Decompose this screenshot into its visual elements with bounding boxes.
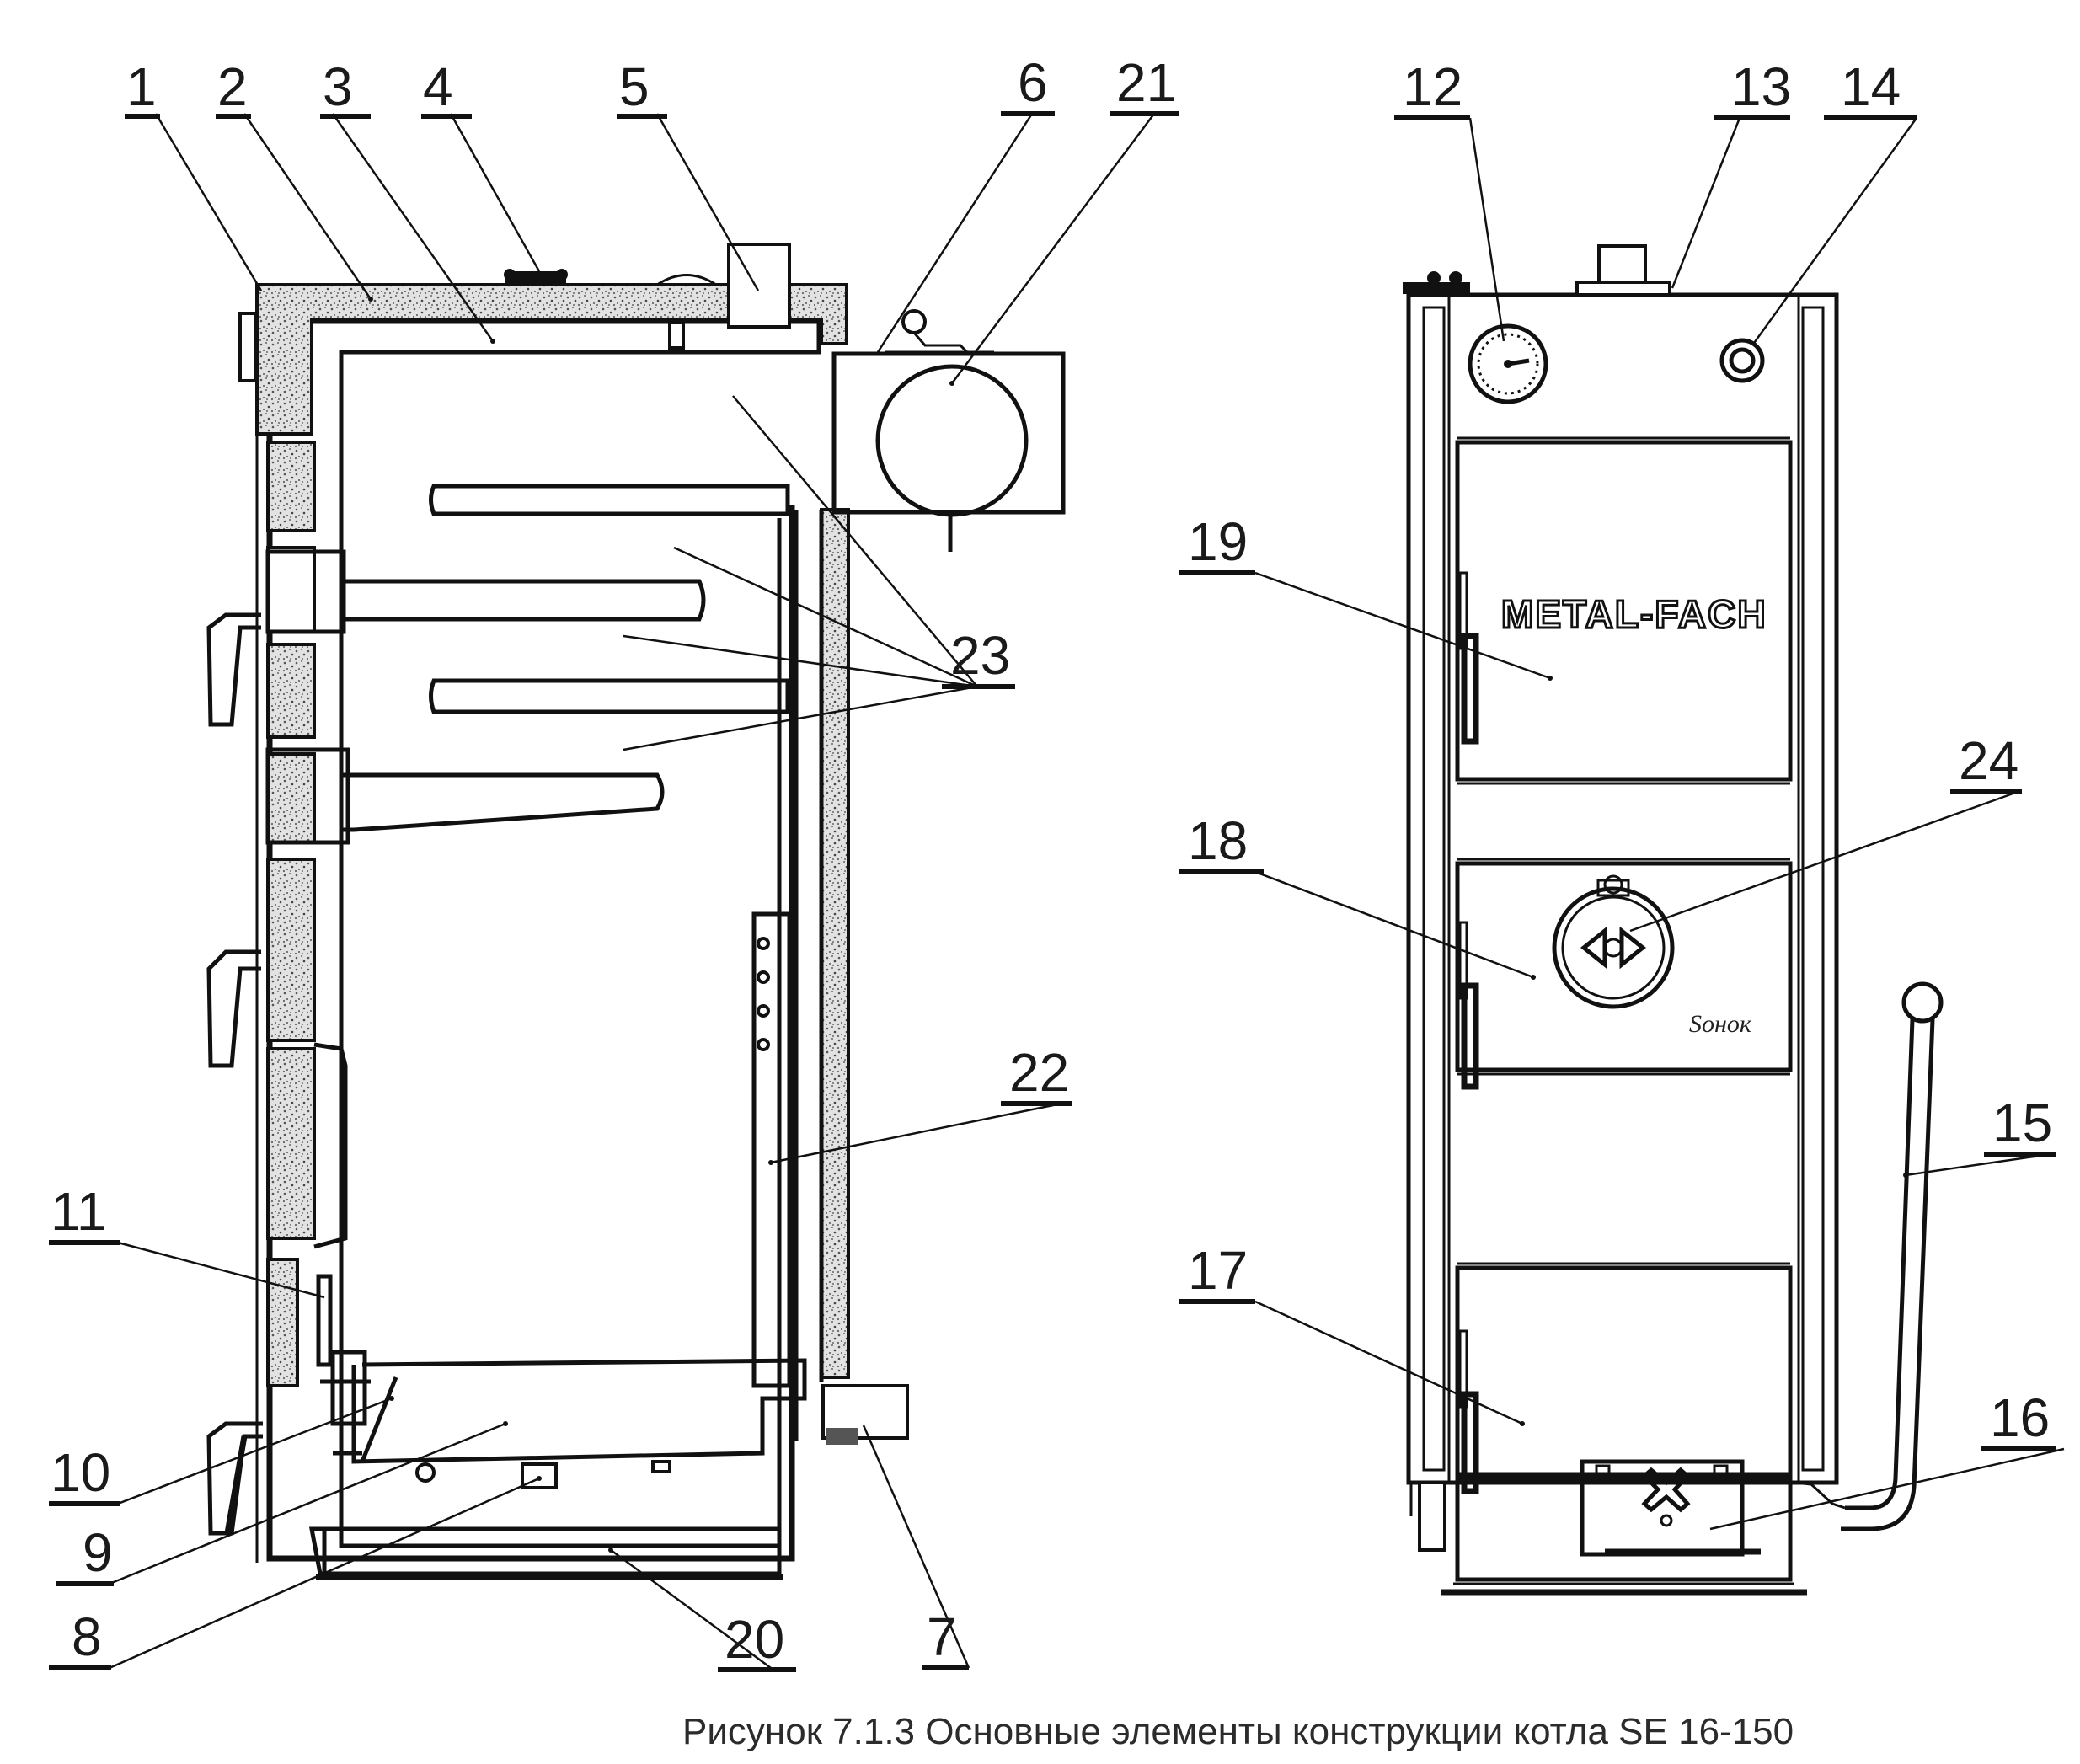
label-17: 17 bbox=[1188, 1240, 1248, 1301]
label-11: 11 bbox=[51, 1181, 106, 1242]
door-block-2 bbox=[266, 546, 316, 633]
label-12: 12 bbox=[1403, 56, 1462, 117]
poker-knob bbox=[1901, 981, 1944, 1024]
rear-insulation bbox=[820, 508, 850, 1379]
door-handle-middle bbox=[206, 949, 261, 1068]
label-13: 13 bbox=[1731, 56, 1791, 117]
label-15: 15 bbox=[1992, 1093, 2052, 1153]
label-10: 10 bbox=[51, 1442, 110, 1503]
baffle-2 bbox=[341, 579, 706, 622]
leader-lines bbox=[109, 113, 2065, 1670]
section-view bbox=[206, 243, 1066, 1580]
label-3: 3 bbox=[323, 56, 353, 117]
thermometer-dial bbox=[1468, 323, 1548, 404]
label-23: 23 bbox=[950, 625, 1010, 686]
label-22: 22 bbox=[1009, 1042, 1069, 1103]
label-1: 1 bbox=[126, 56, 157, 117]
door-handle-top bbox=[206, 612, 261, 727]
door-block-top bbox=[266, 441, 316, 532]
door-signature: Sонок bbox=[1689, 1010, 1752, 1038]
door-block-5 bbox=[266, 858, 316, 1042]
brand-logo: METAL-FACH bbox=[1501, 592, 1767, 636]
label-21: 21 bbox=[1116, 52, 1176, 113]
ash-door-lever bbox=[316, 1274, 333, 1367]
baffle-3 bbox=[429, 678, 790, 714]
label-9: 9 bbox=[83, 1522, 113, 1583]
label-7: 7 bbox=[927, 1606, 957, 1667]
air-regulator-disc bbox=[1552, 886, 1675, 1009]
door-block-4 bbox=[266, 752, 316, 844]
front-view: METAL-FACH Sонок bbox=[1403, 244, 1944, 1596]
door-block-7 bbox=[266, 1258, 299, 1387]
water-jacket-top bbox=[313, 319, 821, 434]
baffle-4 bbox=[341, 772, 665, 832]
door-block-6 bbox=[266, 1047, 316, 1240]
top-fitting bbox=[505, 271, 566, 283]
draught-regulator-knob bbox=[1719, 338, 1765, 383]
label-19: 19 bbox=[1188, 511, 1248, 572]
flue-outlet bbox=[875, 364, 1029, 517]
label-5: 5 bbox=[619, 56, 650, 117]
ash-tray bbox=[308, 1526, 782, 1576]
flue-box bbox=[831, 351, 1066, 515]
boiler-outer-wall bbox=[266, 434, 795, 1562]
poker-rod bbox=[1845, 1018, 1915, 1510]
label-16: 16 bbox=[1990, 1387, 2050, 1448]
label-6: 6 bbox=[1018, 52, 1048, 113]
label-14: 14 bbox=[1841, 56, 1901, 117]
grate-bar bbox=[351, 1358, 807, 1464]
baffle-1 bbox=[429, 484, 790, 516]
label-20: 20 bbox=[725, 1609, 784, 1670]
label-2: 2 bbox=[217, 56, 248, 117]
ash-door bbox=[1455, 1265, 1793, 1477]
part-labels: 1 2 3 4 5 6 21 23 22 11 10 9 8 20 7 12 1… bbox=[49, 52, 2056, 1672]
combustion-door bbox=[1455, 861, 1793, 1072]
door-block-3 bbox=[266, 643, 316, 739]
label-8: 8 bbox=[72, 1606, 102, 1667]
combustion-chamber-wall bbox=[339, 434, 782, 1548]
secondary-air-plate bbox=[751, 911, 792, 1388]
label-18: 18 bbox=[1188, 810, 1248, 871]
label-4: 4 bbox=[423, 56, 453, 117]
grate-frame bbox=[330, 1350, 367, 1426]
figure-caption: Рисунок 7.1.3 Основные элементы конструк… bbox=[682, 1711, 1794, 1752]
loading-door bbox=[1455, 440, 1793, 782]
label-24: 24 bbox=[1959, 730, 2019, 791]
